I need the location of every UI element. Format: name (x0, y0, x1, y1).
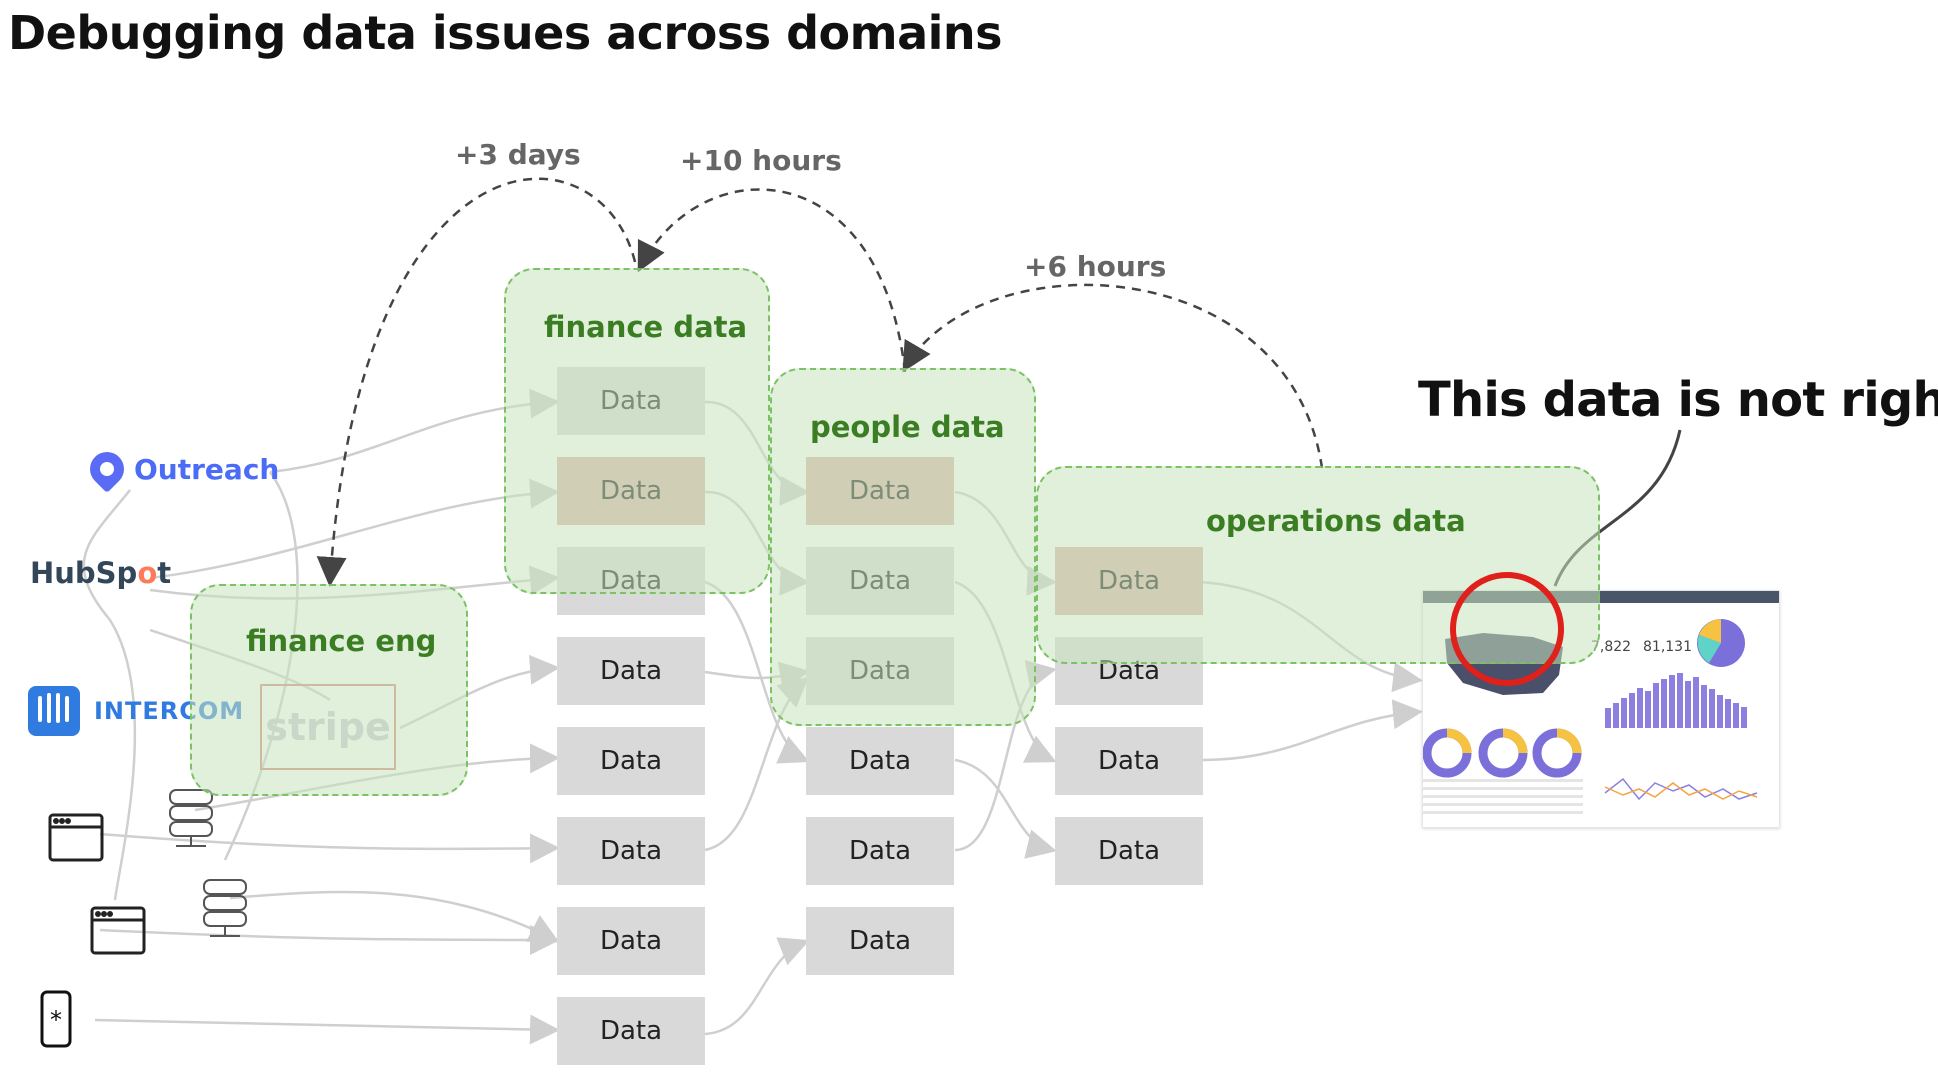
delay-label-people: +10 hours (680, 144, 842, 177)
server-icon (169, 789, 213, 847)
svg-text:*: * (50, 1006, 62, 1034)
mobile-phone-icon: * (40, 990, 72, 1048)
delay-label-operations: +6 hours (1024, 250, 1167, 283)
domain-finance-data-label: finance data (544, 310, 748, 344)
data-node[interactable]: Data (1055, 727, 1203, 795)
browser-window-icon (48, 813, 104, 862)
dashboard-stat-2: 81,131 (1643, 639, 1692, 655)
problem-callout: This data is not right! (1418, 372, 1938, 428)
problem-highlight-circle (1450, 572, 1564, 686)
data-node[interactable]: Data (806, 907, 954, 975)
hubspot-label-a: HubSp (30, 556, 138, 590)
dashboard-stat-1: 7,822 (1591, 639, 1632, 655)
hubspot-label-b: o (137, 556, 158, 590)
server-icon-2 (203, 879, 247, 937)
data-node[interactable]: Data (1055, 817, 1203, 885)
hubspot-label-c: t (157, 556, 172, 590)
domain-people-data[interactable] (770, 368, 1036, 726)
data-node[interactable]: Data (806, 727, 954, 795)
source-outreach: Outreach (82, 444, 280, 494)
data-node[interactable]: Data (557, 907, 705, 975)
delay-label-finance-eng: +3 days (455, 138, 581, 171)
data-node[interactable]: Data (806, 817, 954, 885)
page-title: Debugging data issues across domains (8, 6, 1003, 60)
domain-finance-eng-label: finance eng (246, 624, 437, 658)
data-node[interactable]: Data (557, 817, 705, 885)
outreach-label: Outreach (134, 452, 280, 486)
domain-people-data-label: people data (810, 410, 1005, 444)
browser-window-icon-2 (90, 906, 146, 955)
domain-operations-data-label: operations data (1206, 504, 1466, 538)
data-node[interactable]: Data (557, 637, 705, 705)
domain-finance-eng[interactable] (190, 584, 468, 796)
data-node[interactable]: Data (557, 727, 705, 795)
domain-finance-data[interactable] (504, 268, 770, 594)
intercom-logo-icon (28, 686, 80, 736)
data-node[interactable]: Data (557, 997, 705, 1065)
